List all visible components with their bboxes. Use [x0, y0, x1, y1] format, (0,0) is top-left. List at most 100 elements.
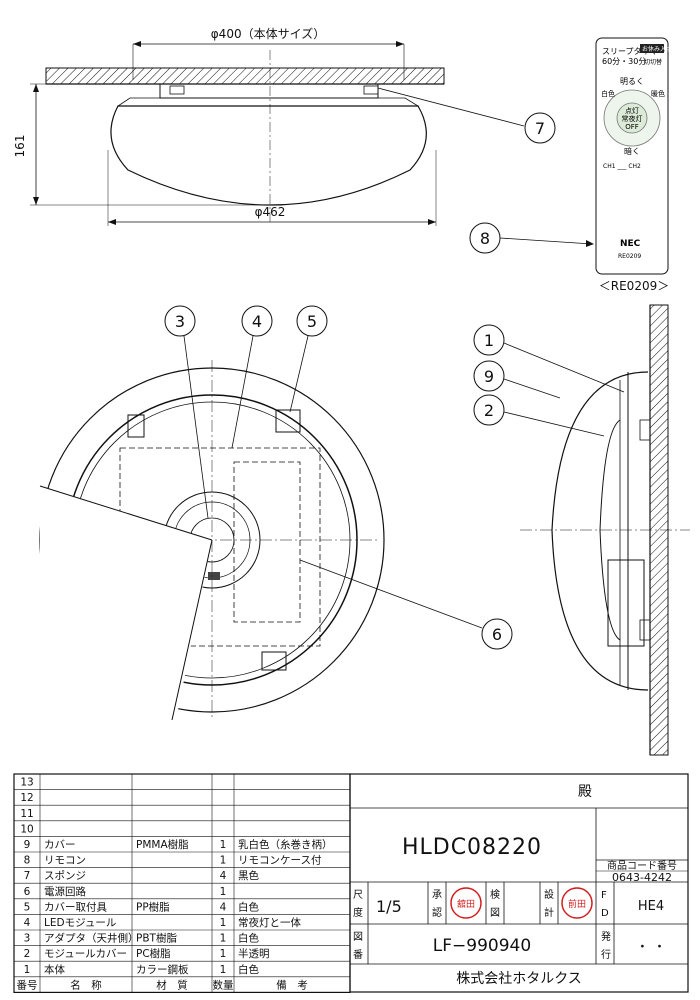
parts-cell-material: PBT樹脂 [136, 932, 177, 945]
parts-cell-name: 本体 [44, 963, 65, 976]
callout-3 [164, 305, 196, 337]
callout-1 [473, 324, 505, 356]
parts-cell-qty: 1 [220, 839, 227, 851]
svg-text:5: 5 [307, 312, 317, 331]
callout-4 [241, 305, 273, 337]
product-code-label: 商品コード番号 [607, 859, 677, 872]
svg-text:暖色: 暖色 [651, 89, 665, 98]
parts-cell-no: 3 [24, 933, 31, 945]
svg-text:8: 8 [480, 229, 490, 248]
parts-cell-no: 5 [24, 901, 31, 913]
svg-text:D: D [601, 908, 609, 919]
parts-cell-qty: 4 [220, 901, 227, 913]
svg-text:2: 2 [484, 401, 494, 420]
product-name: HLDC08220 [402, 835, 542, 860]
svg-text:NEC: NEC [620, 239, 641, 249]
parts-cell-qty: 1 [220, 855, 227, 867]
parts-cell-note: 常夜灯と一体 [238, 916, 301, 929]
svg-text:お休み入切: お休み入切 [642, 45, 672, 53]
parts-cell-note: 乳白色（糸巻き柄） [238, 838, 333, 851]
dim-height-text: 161 [13, 135, 27, 158]
parts-cell-no: 1 [24, 964, 31, 976]
parts-cell-material: カラー鋼板 [136, 963, 189, 976]
svg-text:スリープタイマー: スリープタイマー [602, 47, 666, 56]
parts-cell-note: 白色 [238, 900, 259, 913]
svg-text:発: 発 [601, 930, 611, 943]
svg-text:常夜灯: 常夜灯 [622, 114, 643, 123]
svg-text:明るく: 明るく [620, 77, 644, 86]
parts-cell-no: 7 [24, 870, 31, 882]
plan-view: 3 4 5 6 [39, 305, 513, 721]
parts-header-material: 材 質 [156, 978, 188, 991]
svg-text:切切替: 切切替 [644, 58, 662, 66]
parts-cell-note: 半透明 [238, 947, 270, 960]
parts-cell-note: 白色 [238, 932, 259, 945]
svg-text:度: 度 [353, 906, 363, 919]
svg-text:番: 番 [353, 949, 363, 961]
company-name: 株式会社ホタルクス [456, 971, 582, 987]
product-code: 0643-4242 [612, 871, 672, 884]
parts-header-no: 番号 [17, 979, 38, 991]
remote-label: ＜RE0209＞ [599, 279, 669, 293]
cover-outline [110, 105, 427, 206]
svg-text:計: 計 [544, 906, 554, 919]
side-elevation-view: φ400（本体サイズ） 161 φ462 7 [13, 26, 556, 226]
svg-text:承: 承 [432, 889, 442, 901]
drawing-number: LF−990940 [433, 936, 531, 956]
svg-text:60分・30分: 60分・30分 [602, 57, 646, 66]
svg-text:暗く: 暗く [624, 146, 640, 156]
svg-text:行: 行 [601, 948, 611, 961]
svg-text:前田: 前田 [568, 898, 586, 910]
callout-5 [296, 305, 328, 337]
parts-cell-no: 9 [24, 839, 31, 851]
design-stamp [561, 887, 593, 919]
ceiling-hatch [45, 67, 445, 85]
svg-text:3: 3 [175, 312, 185, 331]
svg-text:OFF: OFF [625, 123, 639, 131]
callout-6 [481, 618, 513, 650]
parts-cell-no: 10 [20, 823, 33, 835]
svg-text:9: 9 [484, 367, 494, 386]
parts-header-qty: 数量 [213, 978, 234, 991]
svg-text:設: 設 [544, 888, 554, 901]
parts-cell-qty: 1 [220, 964, 227, 976]
svg-text:1: 1 [484, 331, 494, 350]
callout-7 [524, 112, 556, 144]
parts-cell-name: LEDモジュール [44, 917, 116, 929]
callout-2 [473, 394, 505, 426]
parts-cell-name: カバー取付具 [44, 900, 107, 913]
svg-text:F: F [601, 890, 607, 901]
fd-value: HE4 [638, 899, 664, 914]
approve-stamp [450, 887, 482, 919]
parts-cell-no: 13 [20, 777, 33, 789]
parts-cell-name: モジュールカバー [44, 948, 127, 960]
dim-outer-text: φ462 [255, 205, 286, 219]
svg-text:RE0209: RE0209 [618, 253, 641, 260]
svg-text:検: 検 [490, 888, 500, 901]
parts-cell-material: PMMA樹脂 [136, 838, 189, 851]
parts-cell-qty: 1 [220, 886, 227, 898]
parts-cell-qty: 4 [220, 870, 227, 882]
parts-cell-note: 黒色 [238, 869, 259, 882]
parts-cell-name: カバー [44, 839, 76, 851]
parts-cell-note: 白色 [238, 963, 259, 976]
svg-text:尺: 尺 [353, 889, 363, 901]
parts-cell-no: 2 [24, 948, 31, 960]
parts-cell-no: 11 [20, 808, 33, 820]
svg-text:4: 4 [252, 312, 262, 331]
svg-text:図: 図 [490, 907, 500, 919]
remote-control: スリープタイマー 60分・30分 お休み入切 切切替 明るく 白色 暖色 点灯 … [469, 37, 672, 293]
scale-value: 1/5 [376, 897, 402, 916]
parts-cell-qty: 1 [220, 933, 227, 945]
svg-text:認: 認 [432, 906, 442, 919]
svg-text:図: 図 [353, 931, 363, 943]
section-view: 1 9 2 [473, 304, 690, 756]
callout-9 [473, 360, 505, 392]
svg-text:6: 6 [492, 625, 502, 644]
parts-cell-name: 電源回路 [44, 885, 86, 898]
parts-cell-no: 4 [24, 917, 31, 929]
parts-cell-no: 6 [24, 886, 31, 898]
parts-header-note: 備 考 [276, 978, 308, 991]
